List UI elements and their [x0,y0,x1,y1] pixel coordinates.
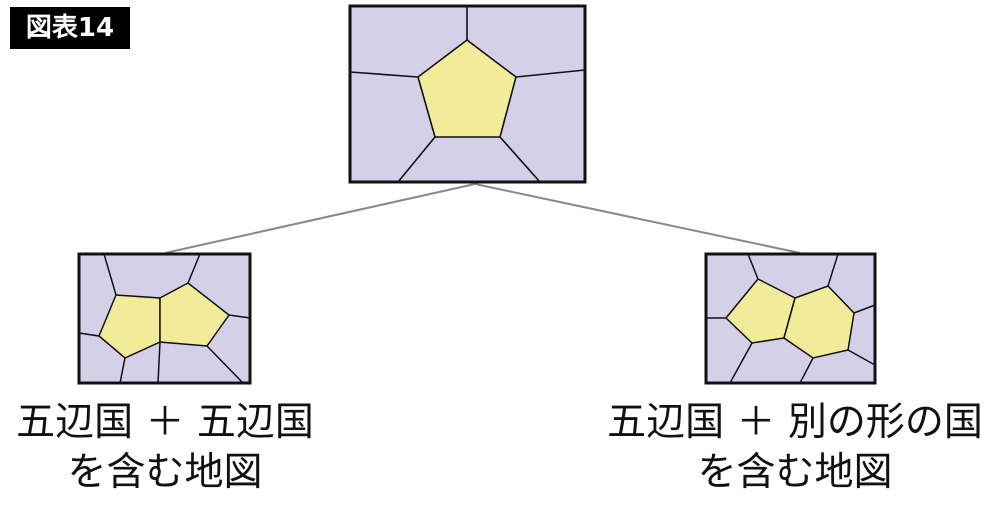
hexagon-country [783,285,855,359]
right-map-caption: 五辺国 ＋ 別の形の国 を含む地図 [590,398,1000,498]
left-map-caption: 五辺国 ＋ 五辺国 を含む地図 [0,398,330,498]
pentagon-country [724,278,796,344]
connector-right [474,183,801,254]
right-map [704,252,877,385]
left-map [77,252,252,385]
pentagon-country-b [159,282,231,347]
right-caption-line1: 五辺国 ＋ 別の形の国 [607,400,983,445]
left-caption-line2: を含む地図 [67,450,263,495]
connector-left [164,183,476,254]
top-map [348,4,587,184]
left-caption-line1: 五辺国 ＋ 五辺国 [16,400,314,445]
pentagon-country-a [98,294,161,359]
figure-label: 図表14 [10,7,130,49]
pentagon-country [417,38,517,138]
right-caption-line2: を含む地図 [697,450,893,495]
